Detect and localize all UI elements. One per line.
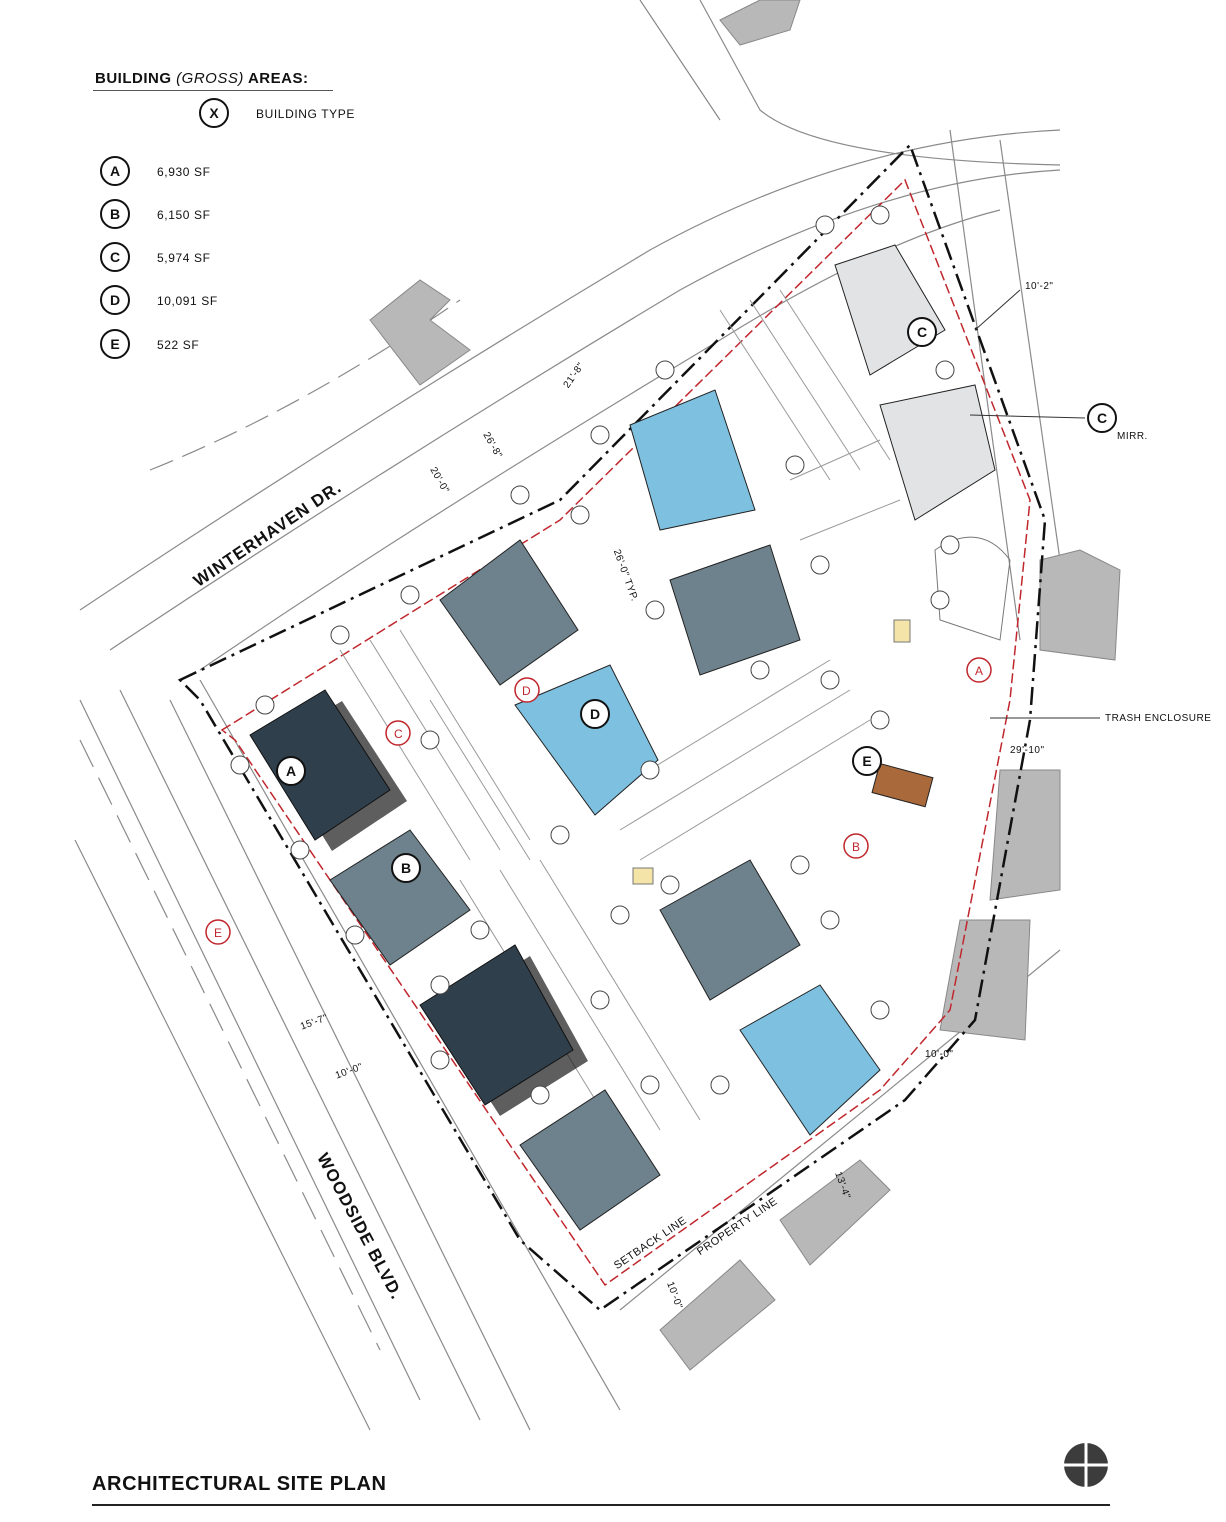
building-type-d — [514, 389, 881, 1136]
building-tag-d: D — [580, 699, 610, 729]
legend-area-b: 6,150 SF — [157, 208, 211, 222]
building-tag-c-mirror: C — [1087, 403, 1117, 433]
building-type-b — [329, 539, 801, 1231]
legend-badge-b: B — [100, 199, 130, 229]
mirror-label: MIRR. — [1117, 431, 1148, 442]
building-type-e — [871, 762, 934, 808]
dimension-label: 29'-10" — [1010, 745, 1045, 756]
view-marker-e: E — [214, 926, 223, 940]
dimension-label: 10'-2" — [1025, 281, 1054, 292]
legend-area-c: 5,974 SF — [157, 251, 211, 265]
trees — [230, 205, 960, 1105]
legend-title: BUILDING (GROSS) AREAS: — [95, 70, 309, 87]
building-tag-a: A — [276, 756, 306, 786]
legend-badge-c: C — [100, 242, 130, 272]
legend-badge-d: D — [100, 285, 130, 315]
neighbor-buildings — [369, 0, 1121, 1371]
legend-badge-e: E — [100, 329, 130, 359]
view-marker-a: A — [975, 664, 984, 678]
road-lines — [74, 0, 1061, 1431]
view-marker-c: C — [394, 727, 404, 741]
north-arrow-icon — [1064, 1443, 1108, 1487]
legend-area-d: 10,091 SF — [157, 294, 218, 308]
legend-key-badge: X — [199, 98, 229, 128]
setback-line — [220, 178, 1031, 1287]
page-title: ARCHITECTURAL SITE PLAN — [92, 1473, 387, 1495]
leader-lines — [969, 289, 1100, 719]
legend-key-label: BUILDING TYPE — [256, 107, 355, 121]
amenity-area — [632, 536, 1011, 885]
view-markers — [205, 657, 992, 945]
view-marker-d: D — [522, 684, 532, 698]
legend-area-a: 6,930 SF — [157, 165, 211, 179]
legend-divider — [93, 90, 333, 91]
legend-area-e: 522 SF — [157, 338, 200, 352]
building-tag-b: B — [391, 853, 421, 883]
view-marker-b: B — [852, 840, 861, 854]
building-tag-c: C — [907, 317, 937, 347]
title-divider — [92, 1504, 1110, 1506]
trash-enclosure-label: TRASH ENCLOSURE — [1105, 713, 1212, 724]
property-line — [177, 142, 1047, 1312]
dimension-label: 10'-0" — [925, 1049, 954, 1060]
legend-badge-a: A — [100, 156, 130, 186]
building-tag-e: E — [852, 746, 882, 776]
building-type-a — [249, 689, 588, 1116]
